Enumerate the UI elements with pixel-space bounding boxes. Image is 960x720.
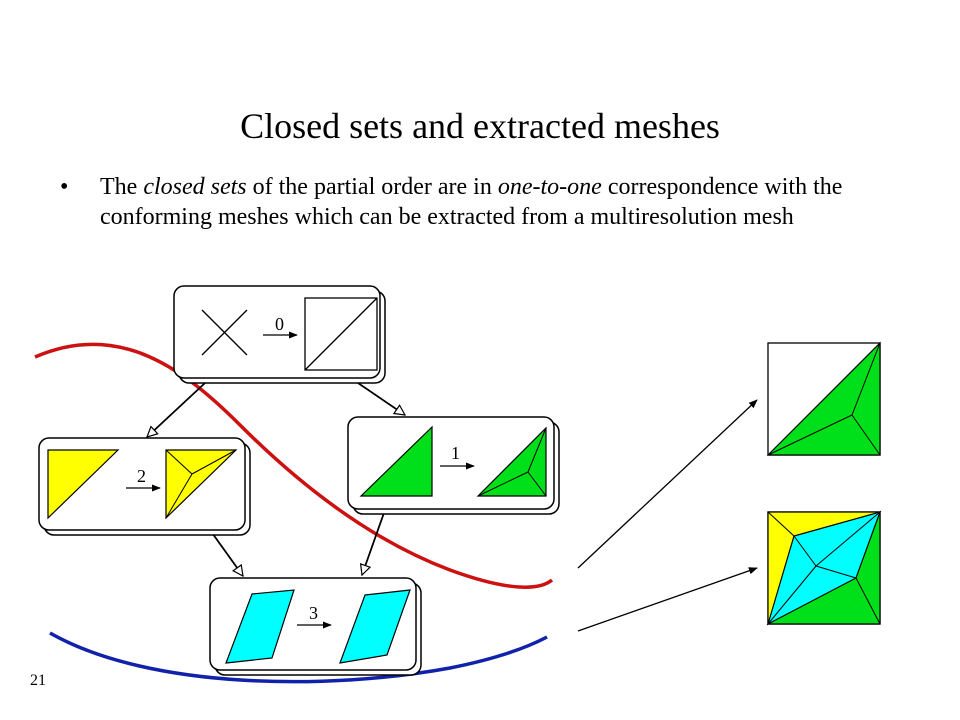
modification-node-2: 2 xyxy=(38,437,251,536)
bullet-marker: • xyxy=(60,174,69,200)
bullet-text-part: correspondence with the conforming meshe… xyxy=(100,174,843,230)
extracted-mesh-upper xyxy=(766,341,881,456)
arrow-2-to-3 xyxy=(209,529,243,576)
node-1-label: 1 xyxy=(451,443,460,463)
extraction-arrow-upper xyxy=(577,399,758,569)
slide-title: Closed sets and extracted meshes xyxy=(240,106,720,146)
modification-node-1: 1 xyxy=(347,416,560,515)
modification-node-0: 0 xyxy=(173,285,386,384)
bullet-text: The closed sets of the partial order are… xyxy=(100,172,880,232)
bullet-emphasis-closed-sets: closed sets xyxy=(143,174,247,200)
arrow-0-to-2 xyxy=(147,382,206,437)
bullet-text-part: The xyxy=(100,174,144,200)
red-cut-curve xyxy=(34,342,554,589)
bullet-text-part: of the partial order are in xyxy=(246,174,498,200)
bullet-emphasis-one-to-one: one-to-one xyxy=(497,174,602,200)
node-2-label: 2 xyxy=(137,466,146,486)
slide-number: 21 xyxy=(30,672,46,689)
arrow-1-to-3 xyxy=(362,509,386,575)
node-0-label: 0 xyxy=(275,314,284,334)
extraction-arrow-lower xyxy=(577,567,758,632)
node-3-label: 3 xyxy=(309,603,318,623)
modification-node-3: 3 xyxy=(209,577,422,676)
arrow-0-to-1 xyxy=(357,382,405,415)
blue-cut-curve xyxy=(49,631,548,684)
extracted-mesh-lower xyxy=(766,510,882,626)
